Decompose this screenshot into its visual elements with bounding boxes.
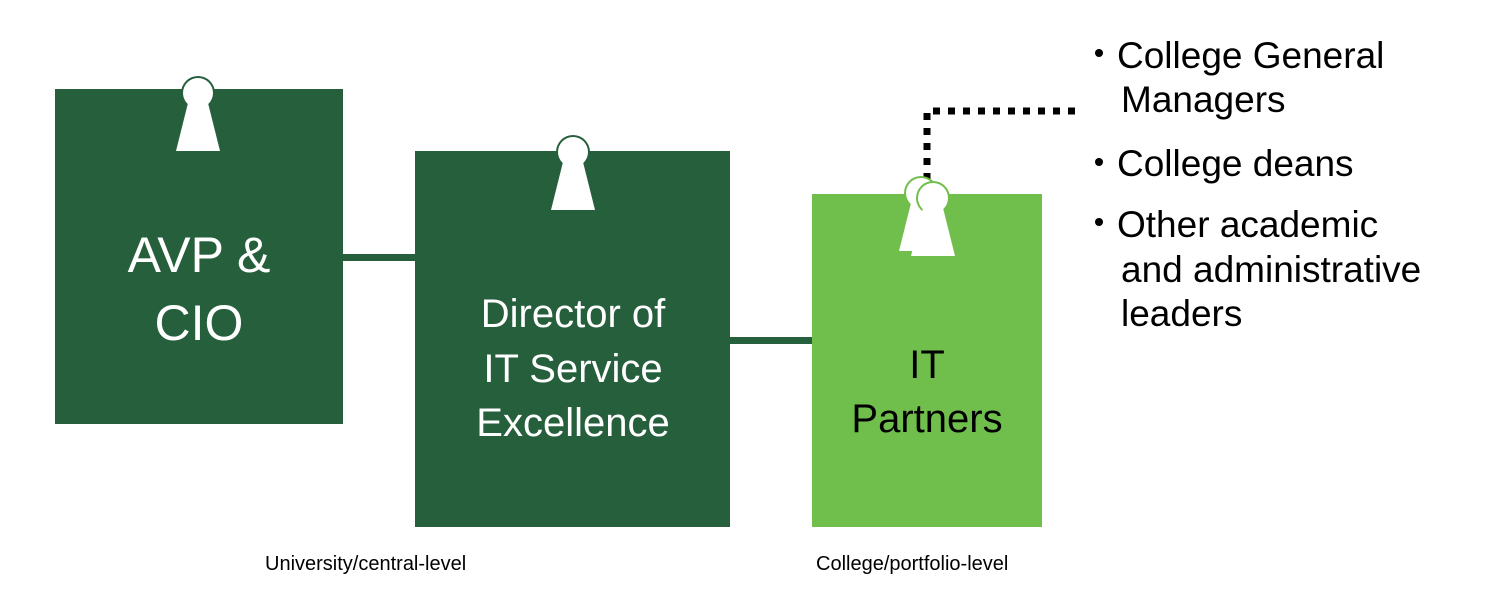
bullet-icon bbox=[1095, 158, 1103, 166]
stakeholder-1-line-1: College General bbox=[1117, 35, 1384, 76]
stakeholder-2: College deans bbox=[1117, 143, 1354, 184]
box-director bbox=[415, 151, 730, 527]
stakeholder-3-line-3: leaders bbox=[1121, 293, 1242, 334]
stakeholder-3-line-1: Other academic bbox=[1117, 204, 1378, 245]
bullet-icon bbox=[1095, 49, 1103, 57]
dotted-connector bbox=[923, 107, 1080, 180]
two-person-keyhole-icon bbox=[899, 176, 955, 256]
partners-line-2: Partners bbox=[851, 397, 1002, 441]
level-label-college: College/portfolio-level bbox=[816, 553, 1008, 575]
director-line-3: Excellence bbox=[476, 401, 669, 445]
stakeholder-3-line-2: and administrative bbox=[1121, 249, 1421, 290]
level-label-central: University/central-level bbox=[265, 553, 466, 575]
avp-line-2: CIO bbox=[155, 295, 244, 351]
partners-line-1: IT bbox=[909, 343, 945, 387]
director-line-1: Director of bbox=[481, 292, 666, 336]
stakeholder-1-line-2: Managers bbox=[1121, 79, 1286, 120]
avp-line-1: AVP & bbox=[128, 227, 271, 283]
person-keyhole-icon bbox=[176, 76, 220, 151]
person-keyhole-icon bbox=[551, 135, 595, 210]
connector-avp-director bbox=[343, 254, 415, 261]
bullet-icon bbox=[1095, 218, 1103, 226]
director-line-2: IT Service bbox=[483, 347, 662, 391]
connector-director-partners bbox=[730, 337, 812, 344]
